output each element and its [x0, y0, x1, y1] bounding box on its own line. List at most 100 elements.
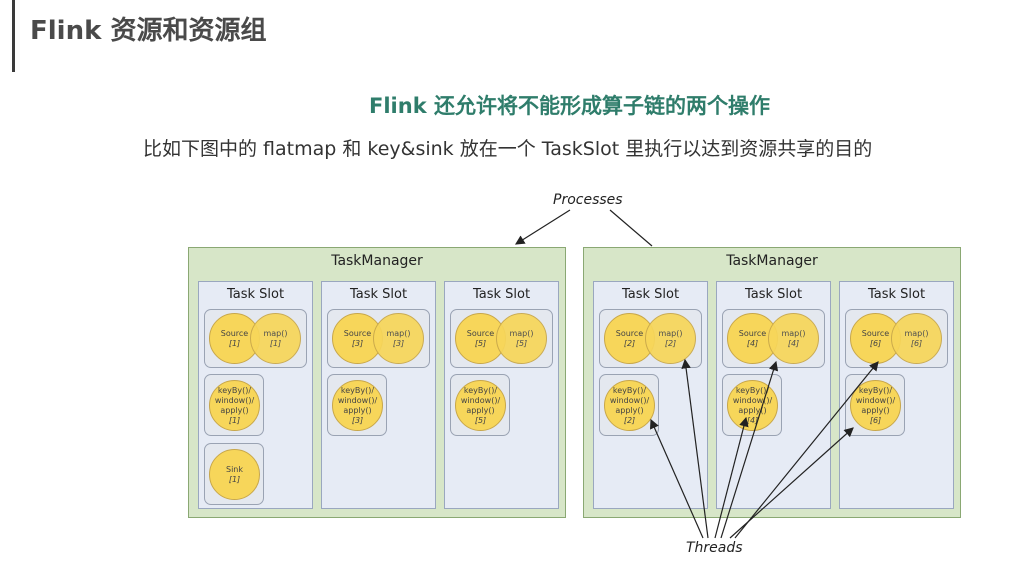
operator-name-line: keyBy()/ — [340, 385, 375, 395]
operator-name: Source — [615, 328, 644, 338]
keyby-window-apply-group: keyBy()/ window()/ apply() [3] — [327, 374, 387, 436]
operator-index: [1] — [228, 474, 241, 484]
task-slot-label: Task Slot — [472, 287, 531, 302]
task-slot: Task Slot Source [1] map() [1] keyBy()/ … — [198, 281, 313, 509]
processes-label: Processes — [553, 192, 623, 208]
operator-index: [2] — [664, 338, 677, 348]
operator-name: map() — [658, 328, 683, 338]
operator-name-line: window()/ — [337, 395, 378, 405]
operator-name: Source — [466, 328, 495, 338]
task-slot: Task Slot Source [4] map() [4] keyBy()/ … — [716, 281, 831, 509]
keyby-window-apply-operator: keyBy()/ window()/ apply() [2] — [604, 380, 655, 431]
source-operator: Source [3] — [332, 313, 383, 364]
operator-name-line: apply() — [343, 405, 372, 415]
operator-index: [5] — [515, 338, 528, 348]
keyby-window-apply-operator: keyBy()/ window()/ apply() [4] — [727, 380, 778, 431]
source-map-chain: Source [4] map() [4] — [722, 309, 825, 368]
operator-name-line: keyBy()/ — [217, 385, 252, 395]
task-slot-label: Task Slot — [226, 287, 285, 302]
operator-name: map() — [263, 328, 288, 338]
source-map-chain: Source [3] map() [3] — [327, 309, 430, 368]
operator-index: [3] — [392, 338, 405, 348]
source-map-chain: Source [1] map() [1] — [204, 309, 307, 368]
operator-name-line: window()/ — [460, 395, 501, 405]
operator-name: Source — [738, 328, 767, 338]
keyby-window-apply-group: keyBy()/ window()/ apply() [5] — [450, 374, 510, 436]
title-accent-bar — [12, 0, 15, 72]
operator-name: map() — [509, 328, 534, 338]
operator-index: [3] — [351, 415, 364, 425]
task-slot-label: Task Slot — [744, 287, 803, 302]
operator-index: [6] — [910, 338, 923, 348]
page-title: Flink 资源和资源组 — [30, 16, 267, 46]
keyby-window-apply-operator: keyBy()/ window()/ apply() [6] — [850, 380, 901, 431]
sink-operator: Sink [1] — [209, 449, 260, 500]
operator-name: map() — [781, 328, 806, 338]
process-arrow — [609, 209, 653, 247]
map-operator: map() [3] — [373, 313, 424, 364]
subline: 比如下图中的 flatmap 和 key&sink 放在一个 TaskSlot … — [143, 138, 873, 160]
operator-name: Source — [220, 328, 249, 338]
sink-group: Sink [1] — [204, 443, 264, 505]
operator-index: [6] — [869, 338, 882, 348]
keyby-window-apply-group: keyBy()/ window()/ apply() [2] — [599, 374, 659, 436]
task-slot: Task Slot Source [5] map() [5] keyBy()/ … — [444, 281, 559, 509]
source-operator: Source [4] — [727, 313, 778, 364]
map-operator: map() [6] — [891, 313, 942, 364]
keyby-window-apply-group: keyBy()/ window()/ apply() [4] — [722, 374, 782, 436]
headline: Flink 还允许将不能形成算子链的两个操作 — [369, 94, 770, 118]
keyby-window-apply-group: keyBy()/ window()/ apply() [1] — [204, 374, 264, 436]
process-arrow — [514, 209, 571, 245]
task-slot-label: Task Slot — [621, 287, 680, 302]
map-operator: map() [4] — [768, 313, 819, 364]
operator-index: [3] — [351, 338, 364, 348]
operator-index: [4] — [746, 338, 759, 348]
threads-label: Threads — [686, 540, 743, 556]
map-operator: map() [2] — [645, 313, 696, 364]
task-slot: Task Slot Source [6] map() [6] keyBy()/ … — [839, 281, 954, 509]
operator-name-line: window()/ — [609, 395, 650, 405]
operator-index: [1] — [228, 338, 241, 348]
operator-index: [2] — [623, 415, 636, 425]
map-operator: map() [1] — [250, 313, 301, 364]
keyby-window-apply-operator: keyBy()/ window()/ apply() [5] — [455, 380, 506, 431]
operator-name-line: window()/ — [855, 395, 896, 405]
operator-index: [6] — [869, 415, 882, 425]
operator-name-line: apply() — [220, 405, 249, 415]
operator-index: [1] — [228, 415, 241, 425]
map-operator: map() [5] — [496, 313, 547, 364]
operator-index: [4] — [787, 338, 800, 348]
task-slot: Task Slot Source [2] map() [2] keyBy()/ … — [593, 281, 708, 509]
operator-name-line: apply() — [466, 405, 495, 415]
operator-name-line: apply() — [615, 405, 644, 415]
operator-index: [5] — [474, 338, 487, 348]
operator-name-line: window()/ — [214, 395, 255, 405]
operator-name-line: keyBy()/ — [735, 385, 770, 395]
task-slot-label: Task Slot — [349, 287, 408, 302]
task-manager-label: TaskManager — [331, 253, 423, 269]
source-map-chain: Source [2] map() [2] — [599, 309, 702, 368]
operator-name-line: apply() — [738, 405, 767, 415]
source-map-chain: Source [5] map() [5] — [450, 309, 553, 368]
keyby-window-apply-operator: keyBy()/ window()/ apply() [1] — [209, 380, 260, 431]
task-manager-2: TaskManager Task Slot Source [2] map() [… — [583, 247, 961, 518]
operator-name-line: keyBy()/ — [858, 385, 893, 395]
operator-name: Source — [343, 328, 372, 338]
keyby-window-apply-operator: keyBy()/ window()/ apply() [3] — [332, 380, 383, 431]
operator-name: Source — [861, 328, 890, 338]
operator-index: [1] — [269, 338, 282, 348]
operator-name-line: window()/ — [732, 395, 773, 405]
operator-index: [4] — [746, 415, 759, 425]
task-manager-label: TaskManager — [726, 253, 818, 269]
task-manager-1: TaskManager Task Slot Source [1] map() [… — [188, 247, 566, 518]
operator-name: Sink — [225, 464, 243, 474]
operator-name-line: keyBy()/ — [463, 385, 498, 395]
task-slot: Task Slot Source [3] map() [3] keyBy()/ … — [321, 281, 436, 509]
operator-index: [2] — [623, 338, 636, 348]
operator-name: map() — [386, 328, 411, 338]
operator-index: [5] — [474, 415, 487, 425]
task-slot-label: Task Slot — [867, 287, 926, 302]
operator-name-line: apply() — [861, 405, 890, 415]
operator-name-line: keyBy()/ — [612, 385, 647, 395]
operator-name: map() — [904, 328, 929, 338]
